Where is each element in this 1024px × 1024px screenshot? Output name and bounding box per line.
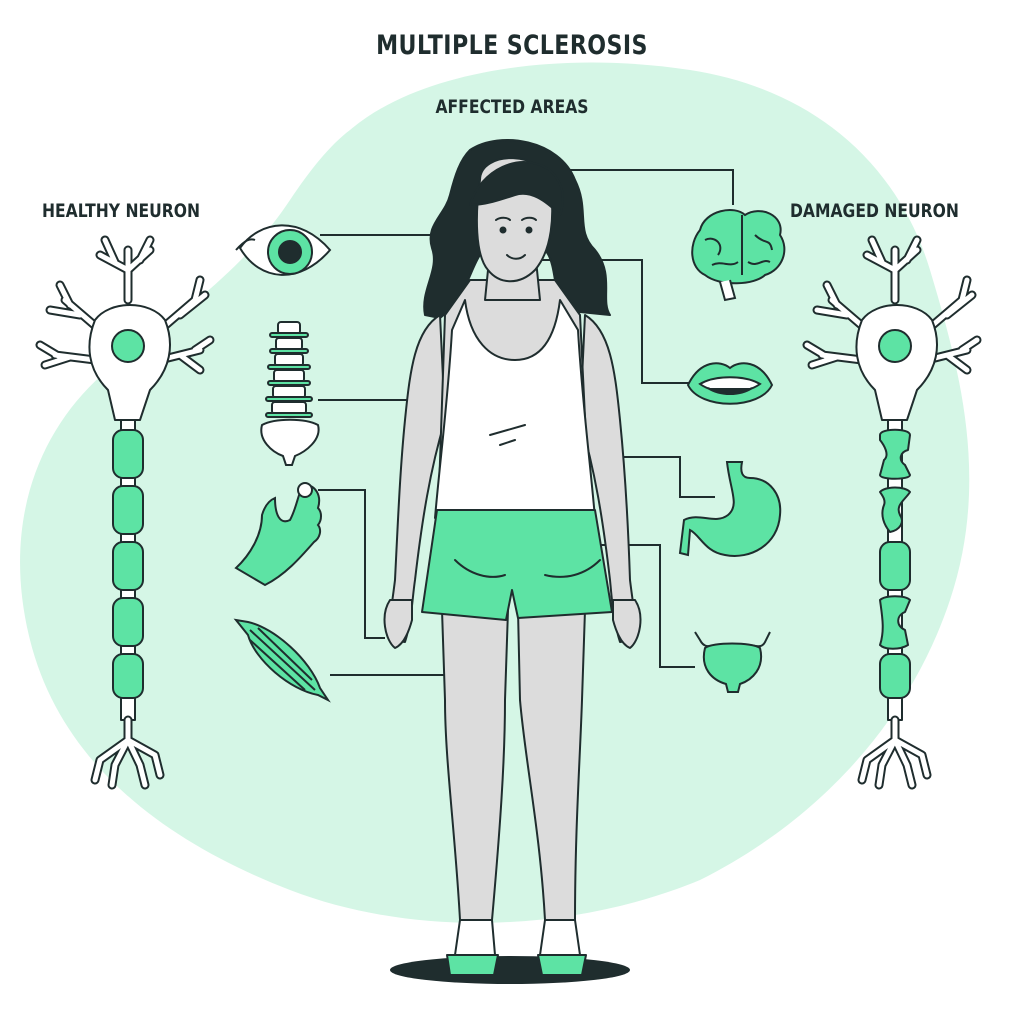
healthy-neuron-diagram (35, 235, 215, 790)
affected-areas-heading: AFFECTED AREAS (435, 96, 589, 118)
hair-front (469, 161, 564, 216)
spine-icon (260, 321, 320, 466)
eye-icon (235, 224, 332, 276)
tank-top (434, 299, 596, 519)
right-shoe (537, 954, 587, 976)
mouth-icon (686, 362, 774, 405)
left-sock (454, 919, 496, 956)
muscle-icon (233, 618, 331, 703)
left-shoe (446, 954, 499, 976)
brain-icon (691, 209, 786, 302)
floor-shadow (390, 956, 630, 984)
bladder-icon (694, 631, 771, 693)
right-sock (539, 919, 581, 956)
healthy-neuron-label: HEALTHY NEURON (42, 200, 201, 222)
right-hand (612, 599, 642, 649)
stomach-icon (678, 461, 782, 557)
hand-icon (234, 482, 322, 587)
shorts (421, 509, 613, 621)
woman-figure (383, 139, 642, 976)
damaged-neuron-label: DAMAGED NEURON (790, 200, 959, 222)
left-hand (383, 599, 413, 649)
damaged-neuron-diagram (802, 235, 982, 790)
page-title: MULTIPLE SCLEROSIS (376, 30, 648, 61)
